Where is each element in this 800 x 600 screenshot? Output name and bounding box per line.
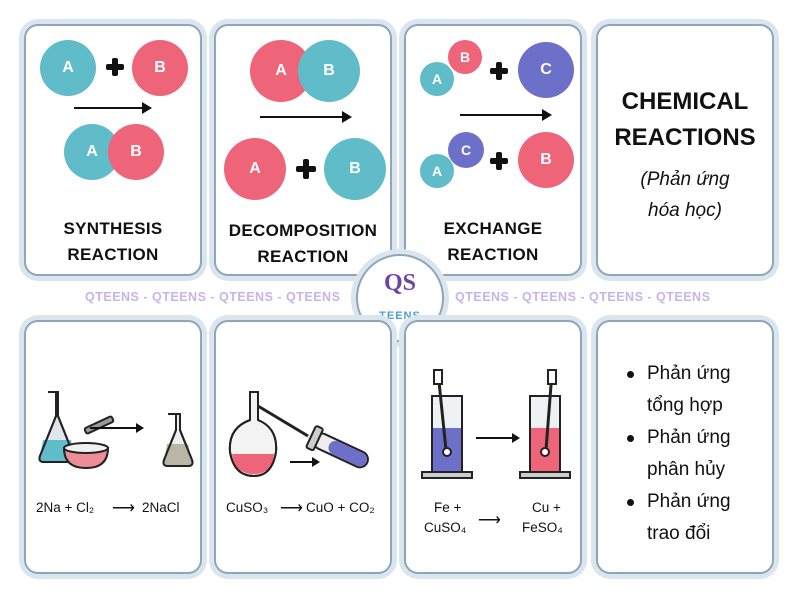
exchange-product-a: A <box>420 154 454 188</box>
exchange-reactant-a: A <box>420 62 454 96</box>
decomposition-product-a: A <box>224 138 286 200</box>
exchange-equation-right-2: FeSO₄ <box>522 520 563 535</box>
synthesis-reactant-a: A <box>40 40 96 96</box>
logo-text: TEENS <box>379 310 421 322</box>
exchange-reaction-card: Fe + CuSO₄ ⟶ Cu + FeSO₄ <box>404 320 582 574</box>
decomposition-reactant-b: B <box>298 40 360 102</box>
exchange-equation-left-1: Fe + <box>434 500 462 515</box>
page-subtitle: (Phản ứng hóa học) <box>640 169 730 221</box>
reaction-arrow: ⟶ <box>112 500 135 517</box>
exchange-equation-left-2: CuSO₄ <box>424 520 467 535</box>
test-tube-icon <box>305 425 369 469</box>
arrow-icon <box>460 109 552 121</box>
reaction-arrow: ⟶ <box>478 512 501 529</box>
banner-right: QTEENS - QTEENS - QTEENS - QTEENS <box>455 290 711 304</box>
round-flask-icon <box>228 391 309 478</box>
sodium-equation-left: 2Na + Cl₂ <box>36 500 95 515</box>
plus-icon <box>490 152 508 170</box>
plus-icon <box>490 62 508 80</box>
distillation-illustration <box>228 391 369 478</box>
header-card: CHEMICAL REACTIONS (Phản ứng hóa học) <box>596 24 774 276</box>
cylinder-icon <box>421 369 473 479</box>
sodium-reaction-card: 2Na + Cl₂ ⟶ 2NaCl <box>24 320 202 574</box>
arrow-icon <box>260 111 352 123</box>
arrow-icon <box>290 457 320 467</box>
reaction-arrow: ⟶ <box>280 500 303 517</box>
mortar-icon <box>62 415 115 470</box>
sodium-equation-right: 2NaCl <box>142 500 180 515</box>
arrow-icon <box>476 433 520 443</box>
plus-icon <box>296 159 316 179</box>
copper-reaction-card: CuSO₃ ⟶ CuO + CO₂ <box>214 320 392 574</box>
logo: QS TEENS <box>356 254 444 342</box>
exchange-product-b: B <box>518 132 574 188</box>
exchange-reactant-c: C <box>518 42 574 98</box>
summary-card <box>596 320 774 574</box>
decomposition-product-b: B <box>324 138 386 200</box>
exchange-reactant-b: B <box>448 40 482 74</box>
banner-left: QTEENS - QTEENS - QTEENS - QTEENS <box>85 290 341 304</box>
synthesis-reactant-b: B <box>132 40 188 96</box>
flask-mortar-illustration <box>38 391 194 470</box>
page-title: CHEMICAL REACTIONS <box>614 88 756 151</box>
logo-letters: QS <box>383 270 416 296</box>
plus-icon <box>106 58 124 76</box>
flask-icon <box>162 413 194 467</box>
copper-equation-right: CuO + CO₂ <box>306 500 375 515</box>
arrow-icon <box>90 423 144 433</box>
synthesis-product-b: B <box>108 124 164 180</box>
cylinder-icon <box>519 369 571 479</box>
cylinders-illustration <box>421 369 571 479</box>
copper-equation-left: CuSO₃ <box>226 500 269 515</box>
exchange-equation-right-1: Cu + <box>532 500 561 515</box>
arrow-icon <box>74 102 152 114</box>
exchange-product-c: C <box>448 132 484 168</box>
